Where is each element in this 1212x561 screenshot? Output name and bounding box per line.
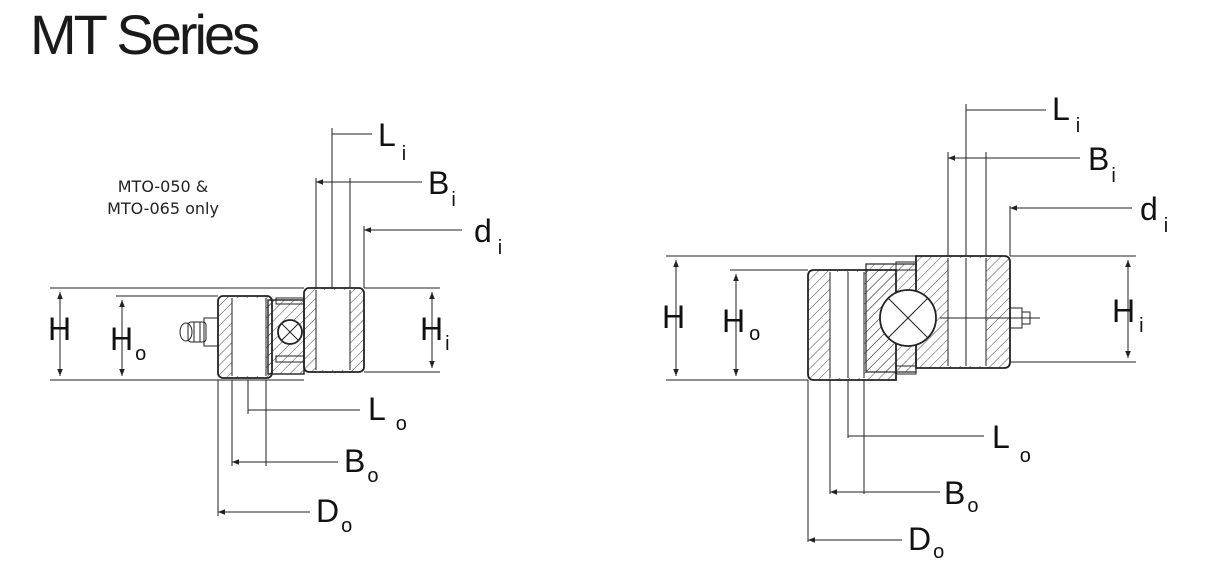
label-h: H — [662, 299, 685, 335]
label-li: Li — [378, 117, 406, 165]
page-title: MT Series — [30, 3, 260, 66]
grease-nipple-icon — [179, 317, 219, 347]
model-note-line-2: MTO-065 only — [107, 199, 219, 218]
inner-ring — [915, 255, 1011, 369]
label-lo: Lo — [992, 419, 1031, 467]
model-note: MTO-050 & MTO-065 only — [92, 176, 234, 220]
grease-nipple-icon — [1009, 307, 1031, 329]
seal-bottom — [895, 365, 917, 375]
inner-ring — [303, 287, 365, 373]
model-note-line-1: MTO-050 & — [117, 177, 209, 196]
outer-ring — [217, 295, 273, 379]
raceway — [267, 297, 305, 375]
label-h: H — [48, 311, 71, 347]
